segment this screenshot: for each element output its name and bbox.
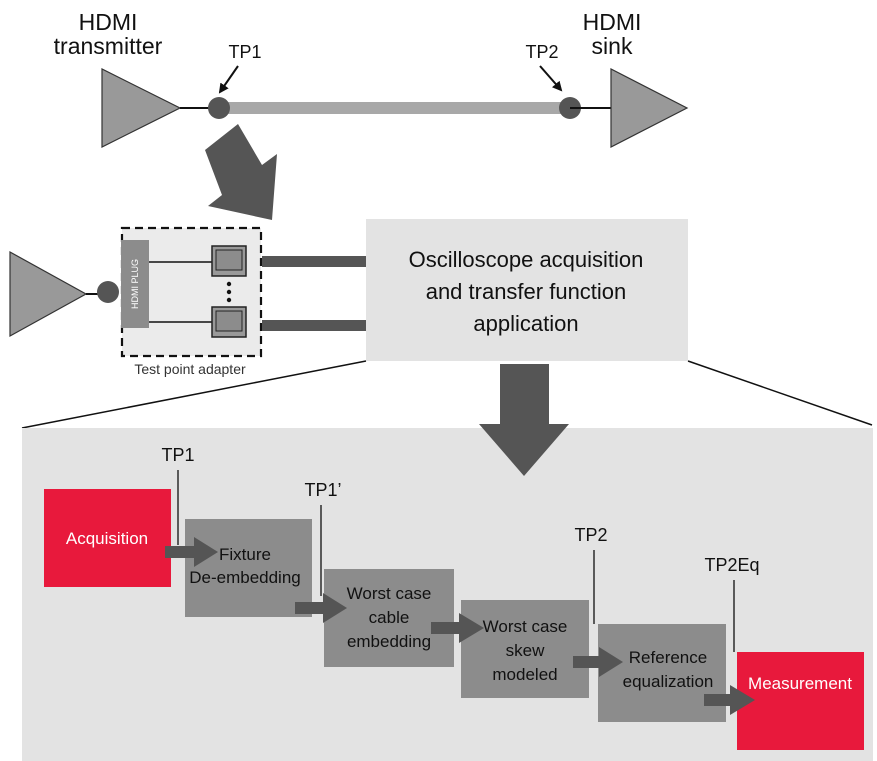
eq-label-line2: equalization	[623, 672, 714, 691]
cable-label-line1: Worst case	[347, 584, 432, 603]
flow-tp2-label: TP2	[574, 525, 607, 545]
fixture-deembedding-block	[185, 519, 312, 617]
cable-embedding-block	[324, 569, 454, 667]
transmitter-triangle	[101, 68, 182, 148]
adapter-connector-top-inner	[215, 249, 243, 271]
scope-cable-top	[262, 256, 366, 267]
hdmi-plug	[121, 240, 149, 328]
transmitter-label-line2: transmitter	[54, 33, 163, 59]
fixture-label-line1: Fixture	[219, 545, 271, 564]
source-triangle	[9, 250, 88, 338]
diagonal-down-arrow	[205, 124, 277, 220]
ellipsis-dot	[226, 281, 232, 287]
skew-label-line1: Worst case	[483, 617, 568, 636]
adapter-connector-bottom-inner	[215, 310, 243, 332]
flow-arrow-2	[295, 593, 347, 623]
ellipsis-dot	[226, 289, 232, 295]
acquisition-label: Acquisition	[66, 529, 148, 548]
acquisition-block	[44, 489, 171, 587]
tp2-pointer-arrow	[539, 65, 563, 92]
measurement-label: Measurement	[748, 674, 852, 693]
tp1-dot	[208, 97, 230, 119]
scope-text-line1: Oscilloscope acquisition	[409, 247, 644, 272]
tp1-label: TP1	[228, 42, 261, 62]
fixture-label-line2: De-embedding	[189, 568, 301, 587]
sink-label-line2: sink	[592, 33, 633, 59]
skew-model-block	[461, 600, 589, 698]
tp2-label: TP2	[525, 42, 558, 62]
cable-label-line3: embedding	[347, 632, 431, 651]
scope-text-line3: application	[473, 311, 578, 336]
flow-tp2eq-label: TP2Eq	[704, 555, 759, 575]
flow-arrow-3	[431, 613, 484, 643]
down-arrow	[479, 364, 569, 476]
test-point-adapter-caption: Test point adapter	[134, 361, 246, 377]
tp1-pointer-arrow	[218, 65, 239, 94]
ellipsis-dot	[226, 297, 232, 303]
cable-label-line2: cable	[369, 608, 410, 627]
flow-arrow-1	[165, 537, 218, 567]
eq-label-line1: Reference	[629, 648, 707, 667]
scope-text-line2: and transfer function	[426, 279, 627, 304]
flow-arrow-4	[573, 647, 623, 677]
transmitter-label-line1: HDMI	[79, 9, 138, 35]
oscilloscope-box	[366, 219, 688, 361]
zoom-line-left	[21, 360, 367, 429]
zoom-line-right	[687, 360, 873, 426]
scope-cable-bottom	[262, 320, 366, 331]
hdmi-plug-label: HDMI PLUG	[130, 259, 140, 309]
adapter-input-dot	[97, 281, 119, 303]
flow-tp1-label: TP1	[161, 445, 194, 465]
sink-label-line1: HDMI	[583, 9, 642, 35]
measurement-block	[737, 652, 864, 750]
sink-triangle	[610, 68, 689, 148]
skew-label-line3: modeled	[492, 665, 557, 684]
flow-tp1-prime-label: TP1’	[304, 480, 341, 500]
skew-label-line2: skew	[506, 641, 545, 660]
flow-arrow-5	[704, 685, 755, 715]
hdmi-cable	[219, 102, 570, 114]
